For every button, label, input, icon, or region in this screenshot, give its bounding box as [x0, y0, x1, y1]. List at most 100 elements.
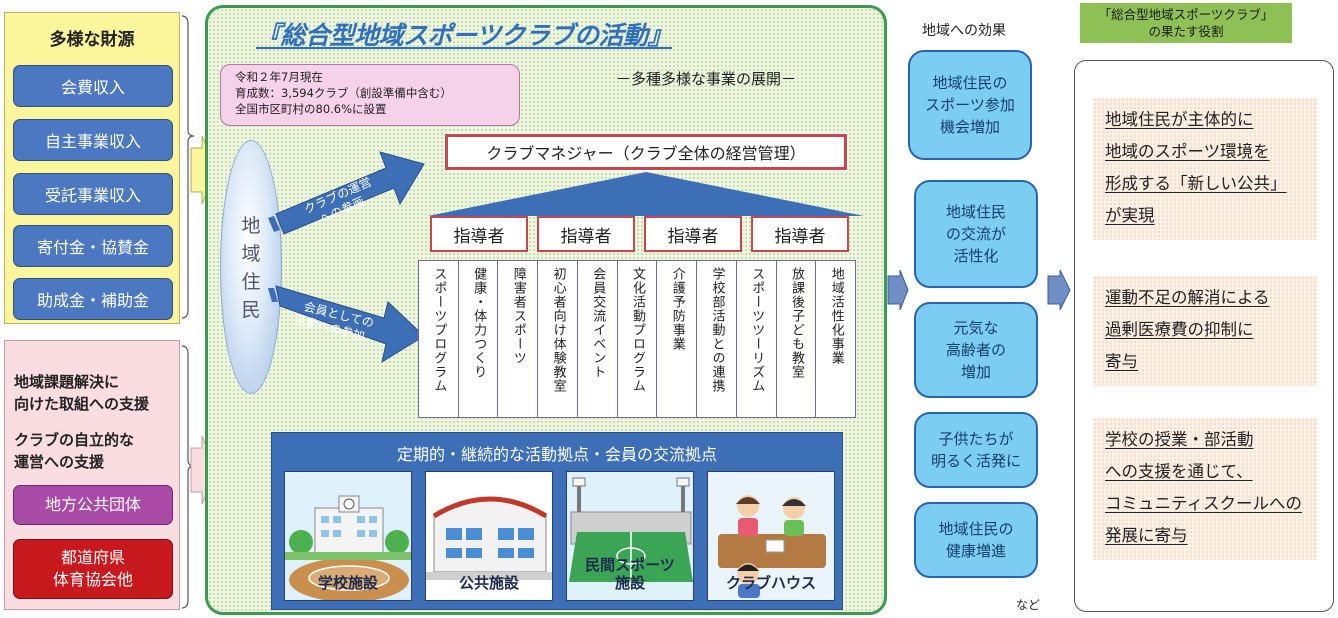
facilities-panel: 定期的・継続的な活動拠点・会員の交流拠点 学校施設: [271, 432, 843, 610]
stats-coverage: 全国市区町村の80.6%に設置: [235, 102, 387, 116]
management-arrow: [268, 151, 425, 235]
facility-label-private-line2: 施設: [614, 574, 645, 592]
funding-item-donations: 寄付金・協賛金: [13, 225, 173, 267]
support-panel: 地域課題解決に 向けた取組への支援 クラブの自立的な 運営への支援 地方公共団体…: [4, 340, 180, 610]
role-card-school-support: 学校の授業・部活動 への支援を通じて、 コミュニティスクールへの 発展に寄与: [1093, 418, 1317, 560]
role-line: への支援を通じて、: [1105, 462, 1253, 481]
facilities-header: 定期的・継続的な活動拠点・会員の交流拠点: [396, 445, 717, 464]
resident-char: 地: [241, 215, 261, 237]
role-line: 運動不足の解消による: [1105, 288, 1270, 307]
coach-box-2: 指導者: [537, 216, 635, 252]
roles-title-line1: 「総合型地域スポーツクラブ」: [1098, 7, 1274, 22]
membership-arrow: [268, 285, 425, 364]
effect-line: 元気な: [953, 319, 999, 337]
coach-box-3: 指導者: [644, 216, 742, 252]
program-member-event: 会員交流イベント: [590, 267, 606, 379]
facility-label-school: 学校施設: [317, 574, 378, 592]
prefecture-line2: 体育協会他: [52, 570, 133, 589]
roles-title: 「総合型地域スポーツクラブ」 の果たす役割: [1080, 3, 1292, 43]
prefecture-sports-association-box: 都道府県 体育協会他: [13, 539, 173, 599]
program-culture: 文化活動プログラム: [630, 267, 646, 393]
facility-label-clubhouse: クラブハウス: [725, 574, 816, 592]
funding-item-contract-business: 受託事業収入: [13, 173, 173, 215]
stadium-illustration: [567, 472, 693, 600]
manager-triangle: [428, 172, 864, 216]
effect-line: 地域住民: [945, 203, 1006, 221]
private-sports-facility: 民間スポーツ 施設: [566, 471, 694, 601]
panel-title: 『総合型地域スポーツクラブの活動』: [256, 21, 673, 50]
role-line: コミュニティスクールへの: [1105, 494, 1303, 513]
role-line: が実現: [1105, 206, 1155, 225]
effect-line: 活性化: [953, 247, 999, 265]
role-line: 発展に寄与: [1105, 526, 1188, 545]
effect-line: の交流が: [945, 225, 1006, 243]
etc-label: など: [1016, 598, 1041, 612]
role-line: 学校の授業・部活動: [1105, 430, 1254, 449]
program-cell: 地域活性化事業: [816, 261, 855, 417]
program-cell: 介護予防事業: [657, 261, 698, 417]
public-facility: 公共施設: [425, 471, 553, 601]
role-line: 形成する「新しい公共」: [1105, 174, 1287, 193]
program-after-school: 放課後子ども教室: [788, 267, 804, 379]
program-revitalization: 地域活性化事業: [828, 267, 844, 365]
effects-title: 地域への効果: [922, 23, 1006, 39]
program-cell: 会員交流イベント: [578, 261, 618, 417]
facility-label-public: 公共施設: [458, 574, 519, 592]
club-manager-box: クラブマネジャー（クラブ全体の経営管理）: [444, 133, 848, 171]
support-text-line2: 向けた取組への支援: [14, 395, 150, 413]
support-text-line1: 地域課題解決に: [14, 373, 120, 391]
stats-count: 育成数：3,594クラブ（創設準備中含む）: [235, 86, 452, 100]
resident-char: 民: [241, 299, 261, 321]
effect-line: 増加: [960, 363, 991, 381]
program-cell: スポーツツーリズム: [737, 261, 777, 417]
resident-char: 住: [241, 271, 261, 293]
program-sports: スポーツプログラム: [431, 267, 447, 393]
role-card-medical-cost: 運動不足の解消による 過剰医療費の抑制に 寄与: [1093, 276, 1317, 386]
effect-line: 高齢者の: [945, 341, 1006, 359]
local-residents-oval: 地 域 住 民: [220, 140, 282, 394]
effect-line: 地域住民の: [932, 74, 1008, 92]
facility-label-private: 民間スポーツ 施設: [567, 556, 693, 592]
effect-line: 地域住民の: [938, 520, 1014, 538]
club-activities-panel: 『総合型地域スポーツクラブの活動』 －多種多様な事業の展開－ 令和２年7月現在 …: [205, 5, 887, 615]
effect-line: 機会増加: [939, 118, 1000, 136]
coach-box-4: 指導者: [751, 216, 849, 252]
clubhouse-illustration: [708, 472, 834, 600]
effect-health-promotion: 地域住民の 健康増進: [914, 502, 1038, 578]
clubhouse-facility: クラブハウス: [707, 471, 835, 601]
program-cell: スポーツプログラム: [419, 261, 459, 417]
funding-title: 多様な財源: [49, 30, 135, 50]
resident-char: 域: [241, 243, 261, 265]
program-cell: 学校部活動との連携: [697, 261, 737, 417]
effect-line: 健康増進: [945, 542, 1006, 560]
program-school-club: 学校部活動との連携: [709, 267, 725, 393]
role-line: 地域住民が主体的に: [1105, 110, 1254, 129]
stats-date: 令和２年7月現在: [235, 70, 323, 84]
funding-item-grants: 助成金・補助金: [13, 278, 173, 320]
program-disability-sports: 障害者スポーツ: [510, 267, 526, 365]
participation-arrows: [268, 151, 425, 364]
program-cell: 健康・体力つくり: [459, 261, 499, 417]
program-cell: 障害者スポーツ: [498, 261, 539, 417]
program-cell: 文化活動プログラム: [618, 261, 658, 417]
program-care-prevention: 介護予防事業: [669, 267, 685, 351]
roles-title-line2: の果たす役割: [1148, 24, 1224, 39]
programs-table: スポーツプログラム 健康・体力つくり 障害者スポーツ 初心者向け体験教室 会員交…: [418, 260, 856, 418]
program-cell: 初心者向け体験教室: [538, 261, 578, 417]
program-beginner-class: 初心者向け体験教室: [550, 267, 566, 393]
funding-panel: 多様な財源 会費収入 自主事業収入 受託事業収入 寄付金・協賛金 助成金・補助金: [4, 12, 180, 324]
funding-item-own-business: 自主事業収入: [13, 119, 173, 161]
effect-line: 子供たちが: [938, 430, 1014, 448]
effect-healthy-elderly: 元気な 高齢者の 増加: [914, 302, 1038, 398]
program-health: 健康・体力つくり: [471, 267, 487, 379]
program-sports-tourism: スポーツツーリズム: [749, 267, 765, 393]
support-text-line4: 運営への支援: [14, 453, 105, 471]
arrow-to-roles: [1047, 270, 1071, 310]
support-text-line3: クラブの自立的な: [14, 431, 135, 449]
stats-box: 令和２年7月現在 育成数：3,594クラブ（創設準備中含む） 全国市区町村の80…: [220, 64, 520, 126]
panel-subtitle: －多種多様な事業の展開－: [616, 70, 797, 88]
facility-label-private-line1: 民間スポーツ: [585, 556, 675, 574]
role-line: 寄与: [1105, 352, 1138, 371]
funding-item-membership-fees: 会費収入: [13, 65, 173, 107]
program-cell: 放課後子ども教室: [777, 261, 817, 417]
